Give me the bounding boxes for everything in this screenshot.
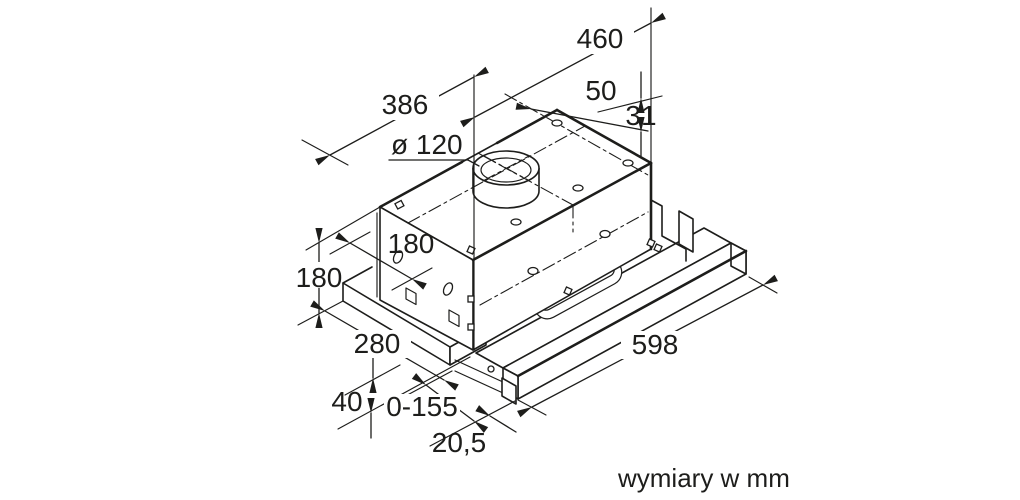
units-caption: wymiary w mm — [617, 463, 790, 493]
dim-label-40: 40 — [331, 386, 362, 417]
front-hole — [527, 266, 539, 276]
dim-label-598: 598 — [632, 329, 679, 360]
top-hole — [572, 184, 584, 192]
right-step-bracket — [646, 199, 694, 262]
clip — [394, 199, 405, 210]
dim-label-duct-diameter: ø 120 — [391, 129, 463, 160]
fastener — [653, 243, 663, 253]
dim-label-20-5: 20,5 — [432, 427, 487, 458]
rail-hole — [487, 365, 495, 373]
fastener — [646, 238, 656, 248]
keyhole-slot — [622, 159, 634, 167]
dim-label-50: 50 — [585, 75, 616, 106]
rivet — [467, 323, 475, 331]
dim-label-180-height: 180 — [296, 262, 343, 293]
rivet — [467, 295, 475, 303]
keyhole-slot — [551, 119, 563, 127]
dim-label-31: 31 — [625, 100, 656, 131]
dim-label-386: 386 — [382, 89, 429, 120]
dimension-labels: 460 50 31 386 ø 120 180 180 280 40 0-155… — [296, 23, 689, 458]
dim-label-180-depth: 180 — [388, 228, 435, 259]
side-oval-hole — [442, 282, 454, 296]
duct-collar — [472, 150, 540, 209]
top-hole — [510, 218, 522, 226]
front-hole — [599, 229, 611, 239]
dim-label-460: 460 — [577, 23, 624, 54]
rail-end-foot — [501, 377, 517, 405]
dim-label-280: 280 — [354, 328, 401, 359]
dim-label-0-155: 0-155 — [386, 391, 458, 422]
